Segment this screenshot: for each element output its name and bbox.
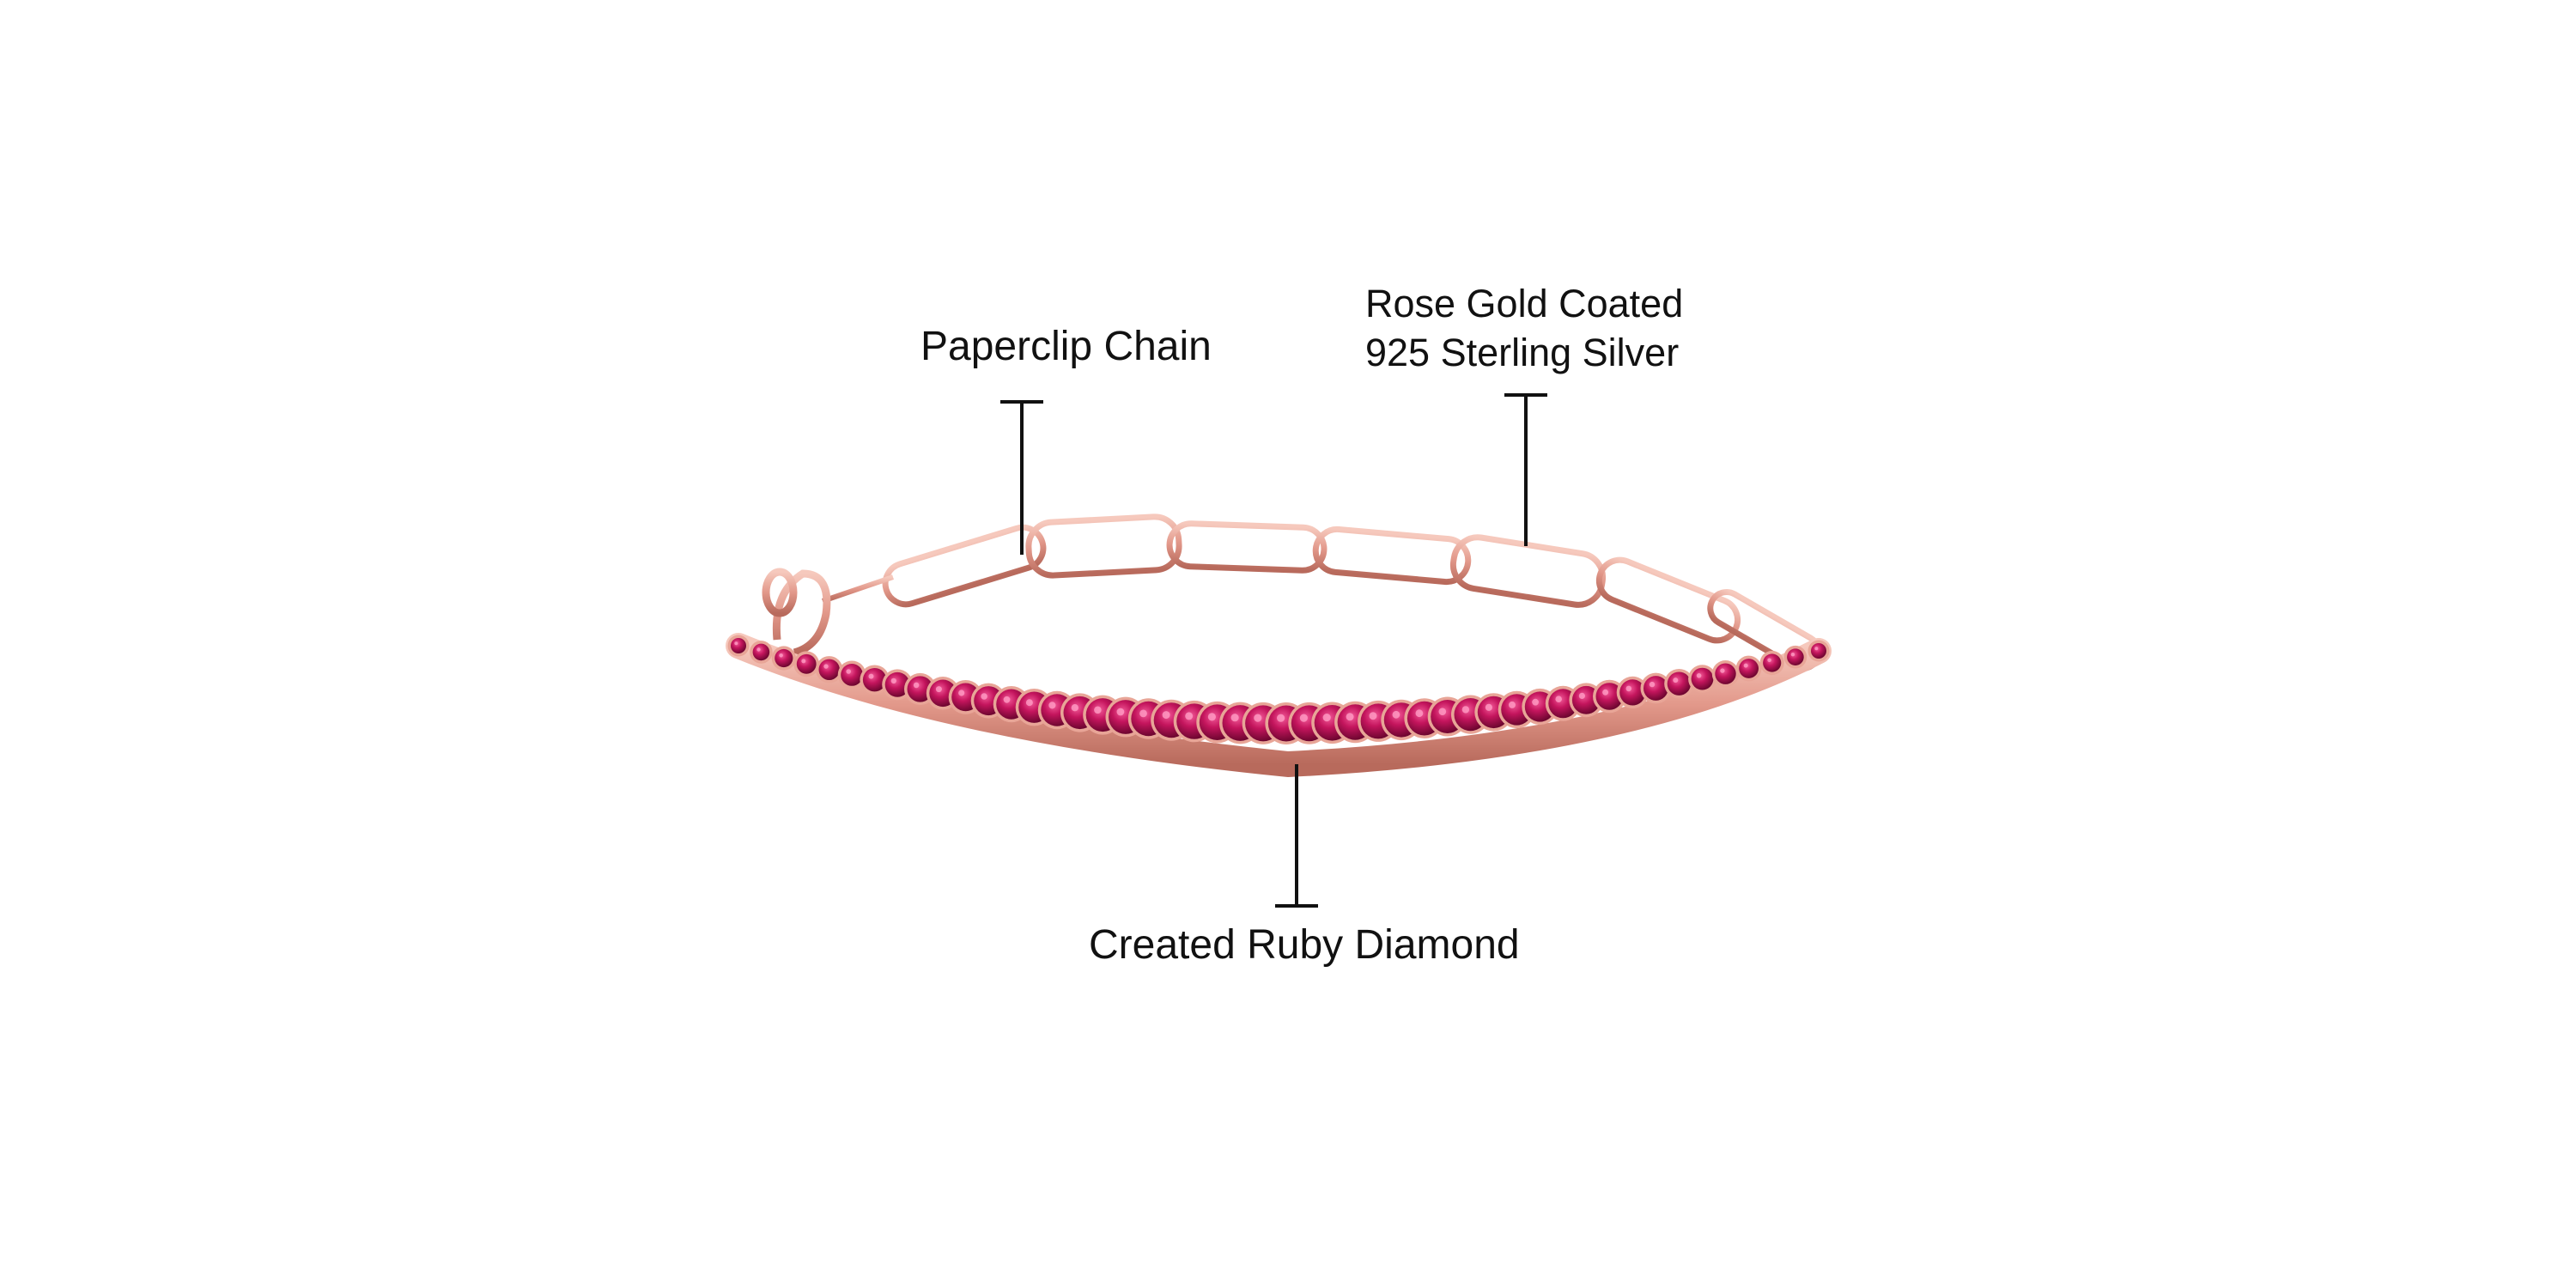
chain-link [1449,534,1607,608]
chain-link [1312,526,1472,586]
stone-glint [1602,689,1609,696]
stone-glint [1625,685,1632,692]
stone-glint [756,647,761,652]
callout-metal: Rose Gold Coated 925 Sterling Silver [1365,279,1683,377]
band-rail [726,633,1832,778]
stone-glint [1162,711,1170,720]
paperclip-chain [822,513,1822,671]
chain-link [1166,520,1327,574]
callout-metal-line2: 925 Sterling Silver [1365,331,1680,374]
stone-glint [1438,708,1447,715]
stone-glint [1509,701,1516,708]
ruby-stone [1811,643,1826,659]
chain-link [882,524,1047,608]
ruby-stone [775,648,793,668]
chain-end-wire [822,574,894,604]
ruby-stone [1715,663,1736,684]
ruby-stone [841,664,863,686]
stone-glint [1814,647,1819,651]
stone-glint [1578,692,1585,700]
ruby-stone [752,643,770,661]
stone-glint [1555,696,1562,702]
ruby-stone [1667,671,1692,696]
callout-metal-line1: Rose Gold Coated [1365,282,1684,325]
stone-glint [1254,714,1262,722]
stone-glint [935,686,942,693]
stone-glint [1003,696,1011,703]
stone-glint [1322,714,1331,722]
ruby-stone [884,671,910,697]
stone-glint [1649,681,1656,688]
ruby-stones [727,635,1830,744]
stone-glint [1185,712,1194,720]
callout-paperclip-chain: Paperclip Chain [920,324,1212,369]
stone-glint [1025,699,1033,707]
stone-glint [1743,663,1748,668]
stone-glint [734,641,738,646]
stone-glint [890,677,897,684]
stone-glint [1720,668,1725,673]
stone-glint [913,682,920,689]
ruby-stone [796,653,817,674]
stone-glint [801,659,806,664]
ruby-stone [862,668,887,692]
stone-glint [1346,713,1354,721]
ruby-stone [1787,648,1804,665]
stone-glint [1790,653,1795,657]
ruby-stone [1691,667,1714,690]
stone-glint [779,653,783,658]
callout-leaders [1000,393,1547,908]
stone-glint [1461,706,1470,714]
ruby-stone [731,638,746,653]
stone-glint [1139,709,1147,718]
stone-glint [1415,709,1424,718]
stone-glint [1207,713,1216,721]
stone-glint [1299,714,1308,722]
stone-glint [846,669,851,674]
ruby-stone [818,659,840,680]
callout-created-ruby: Created Ruby Diamond [1089,922,1520,968]
stone-glint [1094,706,1102,714]
chain-link [1025,513,1182,579]
ruby-stone [1643,676,1668,701]
ruby-stone [1763,653,1782,672]
stone-glint [981,693,987,700]
stone-glint [868,673,874,679]
stone-glint [1485,703,1492,711]
clasp [762,568,831,657]
stone-glint [1392,710,1400,719]
ruby-stone [1595,683,1624,710]
ruby-stone [1739,659,1759,678]
stone-glint [1696,673,1702,678]
ruby-stone [1619,679,1646,706]
chain-link [1595,556,1741,644]
stone-glint [1116,708,1125,716]
stone-glint [1071,704,1079,712]
stone-glint [1048,702,1056,709]
stone-glint [1277,714,1285,722]
stone-glint [958,690,965,696]
stone-glint [823,664,829,669]
stone-glint [1532,698,1539,706]
stone-glint [1767,658,1771,663]
stone-glint [1369,712,1377,720]
stone-glint [1230,714,1239,722]
stone-glint [1673,677,1679,683]
